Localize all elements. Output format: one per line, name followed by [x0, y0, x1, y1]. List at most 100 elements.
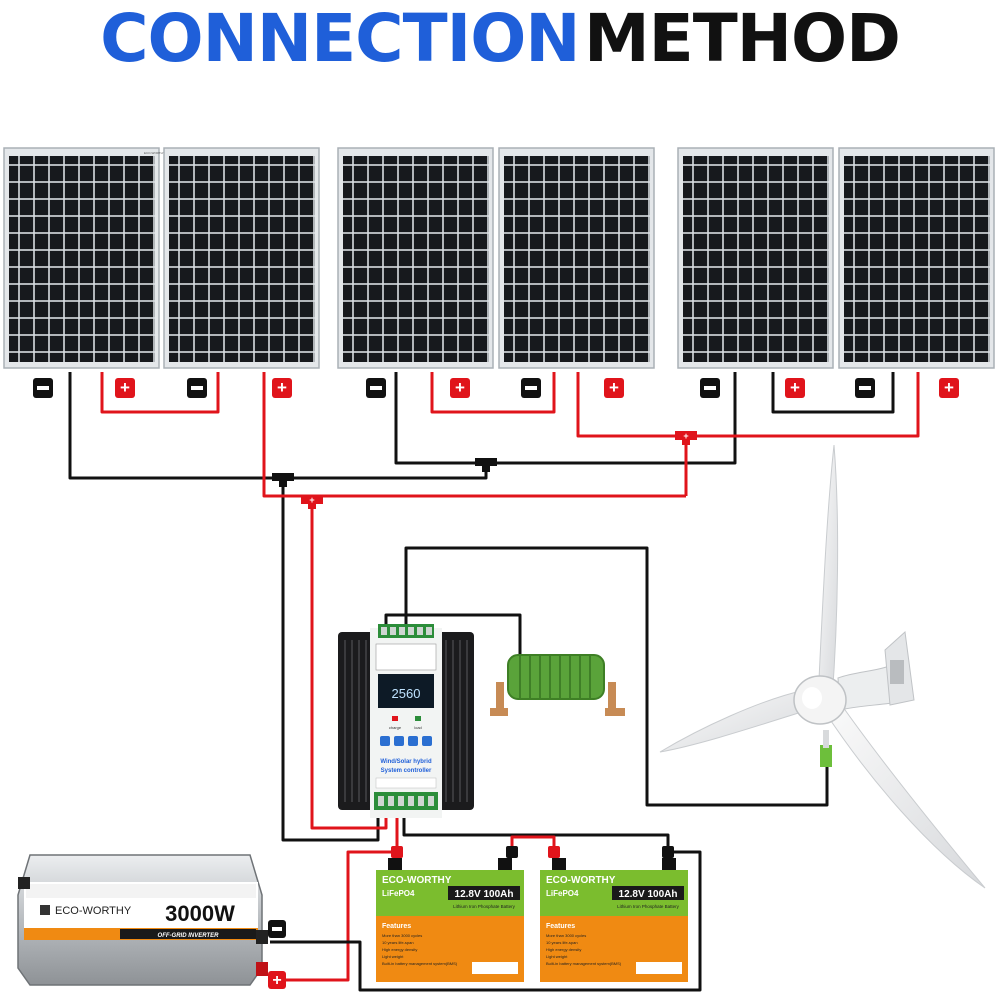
solar-panels: ECO-WORTHY [3, 147, 995, 369]
battery-post [662, 858, 676, 870]
battery-wiring [270, 810, 702, 992]
controller-buttons [380, 736, 432, 746]
svg-text:+: + [277, 378, 287, 397]
controller-label-line1: Wind/Solar hybrid [380, 759, 432, 765]
positive-terminal-icon: + [450, 378, 470, 398]
charge-label: charge [389, 725, 402, 730]
solar-panel [337, 147, 494, 369]
battery-features-title: Features [546, 923, 575, 930]
inverter-type-label: OFF-GRID INVERTER [158, 933, 220, 939]
positive-junction: + [301, 495, 323, 509]
positive-terminal-icon: + [268, 971, 286, 989]
positive-terminal-icon: + [115, 378, 135, 398]
positive-terminal-icon [391, 846, 403, 858]
positive-terminal-icon: + [939, 378, 959, 398]
battery-chemistry: LiFePO4 [546, 889, 579, 898]
svg-text:10 years life-span: 10 years life-span [546, 940, 578, 945]
turbine-blade [824, 699, 986, 889]
charge-indicator [392, 716, 398, 721]
controller-label-line2: System controller [381, 768, 432, 774]
battery: ECO-WORTHY LiFePO4 12.8V 100Ah Lithium I… [540, 858, 688, 982]
positive-terminal-icon [548, 846, 560, 858]
svg-text:Built-in battery management sy: Built-in battery management system(BMS) [546, 961, 622, 966]
inverter: ECO-WORTHY 3000W OFF-GRID INVERTER [17, 854, 268, 986]
svg-text:10 years life-span: 10 years life-span [382, 940, 414, 945]
svg-text:More than 3000 cycles: More than 3000 cycles [382, 933, 422, 938]
negative-terminal-icon [366, 378, 386, 398]
negative-terminal-icon [187, 378, 207, 398]
turbine-connector [820, 745, 832, 767]
wind-and-dump-wiring [384, 546, 829, 807]
negative-junction [475, 458, 497, 472]
controller-button [380, 736, 390, 746]
controller-lcd [378, 674, 434, 708]
positive-terminal-icon: + [785, 378, 805, 398]
svg-text:+: + [455, 378, 465, 397]
svg-text:Built-in battery management sy: Built-in battery management system(BMS) [382, 961, 458, 966]
battery-spec: 12.8V 100Ah [619, 889, 678, 900]
battery-post [498, 858, 512, 870]
battery-brand: ECO-WORTHY [546, 875, 616, 886]
terminal-markers: + + + + + + + [33, 378, 959, 989]
svg-text:+: + [683, 431, 688, 441]
svg-text:+: + [309, 495, 314, 505]
wind-turbine [659, 444, 986, 889]
turbine-blade [817, 444, 839, 701]
negative-terminal-icon [33, 378, 53, 398]
solar-panel [498, 147, 655, 369]
negative-junction [272, 473, 294, 487]
panel-brand-mark: ECO-WORTHY [144, 151, 165, 155]
controller-display-value: 2560 [392, 686, 421, 701]
positive-terminal-icon: + [604, 378, 624, 398]
svg-text:More than 3000 cycles: More than 3000 cycles [546, 933, 586, 938]
negative-terminal-icon [662, 846, 674, 858]
inverter-logo-icon [40, 905, 50, 915]
title-connection: CONNECTION [100, 0, 580, 77]
battery-brand: ECO-WORTHY [382, 875, 452, 886]
inverter-brand: ECO-WORTHY [55, 905, 132, 917]
battery-cert-icons [636, 962, 682, 974]
turbine-label-plate [890, 660, 904, 684]
svg-text:+: + [944, 378, 954, 397]
battery-chemistry: LiFePO4 [382, 889, 415, 898]
solar-panel: ECO-WORTHY [3, 147, 165, 369]
battery-spec: 12.8V 100Ah [455, 889, 514, 900]
controller-button [394, 736, 404, 746]
load-label: load [414, 725, 422, 730]
charge-controller: 2560 charge load Wind/Solar hybrid Syste… [338, 624, 474, 818]
controller-button [422, 736, 432, 746]
solar-panel [838, 147, 995, 369]
battery-post [388, 858, 402, 870]
svg-text:High energy density: High energy density [546, 947, 581, 952]
positive-terminal-icon: + [272, 378, 292, 398]
negative-terminal-icon [521, 378, 541, 398]
svg-text:Light weight: Light weight [382, 954, 404, 959]
inverter-positive-post [256, 962, 268, 976]
svg-text:High energy density: High energy density [382, 947, 417, 952]
battery-subspec: Lithium Iron Phosphate Battery [453, 904, 516, 909]
negative-terminal-icon [506, 846, 518, 858]
panel-wiring [68, 372, 920, 842]
solar-panel [677, 147, 834, 369]
negative-terminal-icon [268, 920, 286, 938]
junction-connectors: + + [272, 431, 697, 509]
turbine-blade [659, 689, 809, 753]
title-method: METHOD [584, 0, 901, 77]
dump-load-resistor [490, 654, 625, 716]
controller-button [408, 736, 418, 746]
battery-connectors [391, 846, 674, 858]
svg-text:+: + [272, 972, 281, 989]
page-title: CONNECTION METHOD [0, 0, 1000, 80]
positive-junction: + [675, 431, 697, 445]
inverter-power: 3000W [165, 901, 235, 926]
load-indicator [415, 716, 421, 721]
svg-text:+: + [609, 378, 619, 397]
battery-features-title: Features [382, 923, 411, 930]
negative-terminal-icon [855, 378, 875, 398]
svg-text:+: + [790, 378, 800, 397]
svg-text:Light weight: Light weight [546, 954, 568, 959]
negative-terminal-icon [700, 378, 720, 398]
battery-cert-icons [472, 962, 518, 974]
battery: ECO-WORTHY LiFePO4 12.8V 100Ah Lithium I… [376, 858, 524, 982]
